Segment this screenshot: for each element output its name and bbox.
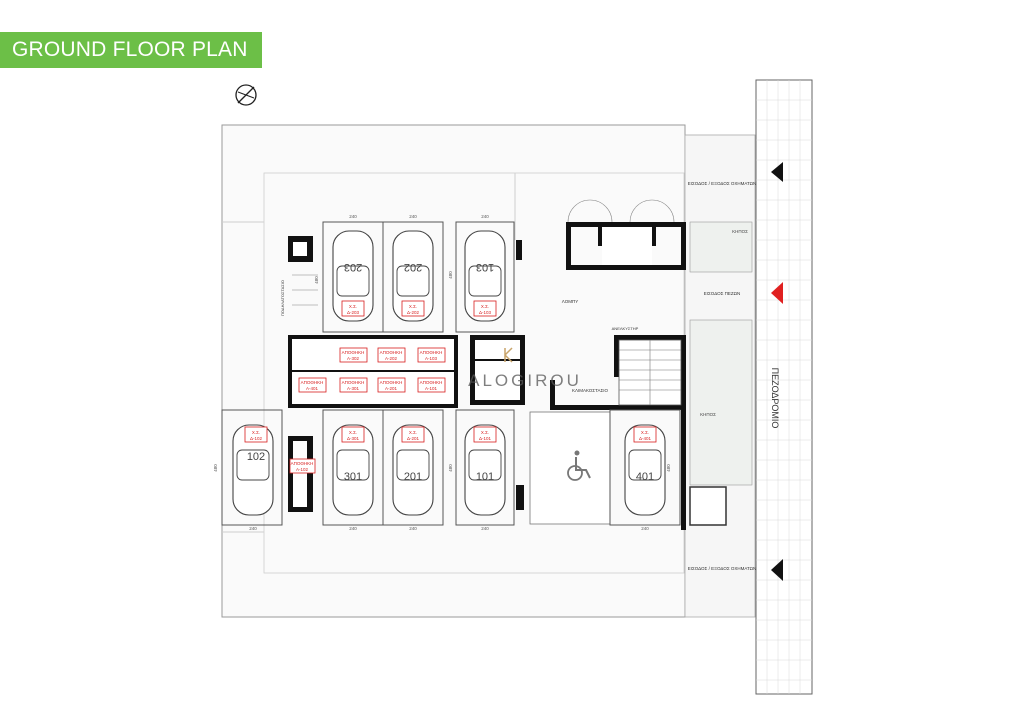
page-title: GROUND FLOOR PLAN xyxy=(12,38,248,61)
dim-width-5: 240 xyxy=(349,526,357,531)
parking-tag: Χ.Σ. xyxy=(481,430,489,435)
dim-width-8: 240 xyxy=(641,526,649,531)
parking-number: 301 xyxy=(344,471,362,483)
parking-tag: Χ.Σ. xyxy=(409,430,417,435)
parking-tag: Χ.Σ. xyxy=(349,304,357,309)
storage-label: ΑΠΟΘΗΚΗ xyxy=(420,380,443,385)
dim-depth-3: 480 xyxy=(213,464,218,472)
parking-tag-unit: Δ-301 xyxy=(347,436,360,441)
entrance-top-label: ΕΙΣΟΔΟΣ / ΕΞΟΔΟΣ ΟΧΗΜΑΤΩΝ xyxy=(688,181,757,186)
storage-label: ΑΠΟΘΗΚΗ xyxy=(301,380,324,385)
car-icon xyxy=(624,424,666,516)
storage-unit: Α-202 xyxy=(385,356,398,361)
elevator-label: ΑΝΕΛΚΥΣΤΗΡ xyxy=(612,326,639,331)
dim-depth-2: 480 xyxy=(448,271,453,279)
parking-tag: Χ.Σ. xyxy=(409,304,417,309)
dim-depth-4: 480 xyxy=(448,464,453,472)
watermark-logo: ALOGIROU xyxy=(468,347,582,390)
parking-tag: Χ.Σ. xyxy=(252,430,260,435)
parking-tag-unit: Δ-401 xyxy=(639,436,652,441)
car-icon xyxy=(464,424,506,516)
storage-label: ΑΠΟΘΗΚΗ xyxy=(380,380,403,385)
car-icon xyxy=(392,424,434,516)
dim-depth-1: 480 xyxy=(314,276,319,284)
parking-tag-unit: Δ-202 xyxy=(407,310,420,315)
parking-tag-unit: Δ-103 xyxy=(479,310,492,315)
dim-width-7: 240 xyxy=(481,526,489,531)
parking-number: 401 xyxy=(636,471,654,483)
parking-number: 103 xyxy=(476,261,494,273)
storage-unit: Α-103 xyxy=(425,356,438,361)
parking-number: 102 xyxy=(247,451,265,463)
lobby-label: ΛΟΜΠΥ xyxy=(562,299,578,304)
street-label: ΠΕΖΟΔΡΟΜΙΟ xyxy=(770,368,780,429)
parking-number: 201 xyxy=(404,471,422,483)
car-icon xyxy=(392,230,434,322)
storage-label: ΑΠΟΘΗΚΗ xyxy=(380,350,403,355)
staircase xyxy=(618,339,682,406)
parking-tag: Χ.Σ. xyxy=(641,430,649,435)
dim-width-1: 240 xyxy=(349,214,357,219)
stairs-label: ΚΛΙΜΑΚΟΣΤΑΣΙΟ xyxy=(572,388,609,393)
storage-unit: Α-101 xyxy=(425,386,438,391)
sidewalk-grid xyxy=(755,79,813,695)
watermark-text: ALOGIROU xyxy=(468,371,582,390)
dim-width-4: 240 xyxy=(249,526,257,531)
parking-number: 202 xyxy=(404,261,422,273)
garden-top-label: ΚΗΠΟΣ xyxy=(732,229,748,234)
car-icon xyxy=(232,424,274,516)
storage-label: ΑΠΟΘΗΚΗ xyxy=(420,350,443,355)
dim-width-3: 240 xyxy=(481,214,489,219)
parking-tag-unit: Δ-201 xyxy=(407,436,420,441)
storage-unit: Α-302 xyxy=(347,356,360,361)
vehicle-entrance-top-arrow xyxy=(771,162,783,182)
wheelchair-icon xyxy=(567,450,591,481)
parking-number: 101 xyxy=(476,471,494,483)
parking-tag-unit: Δ-101 xyxy=(479,436,492,441)
vehicle-entrance-bottom-arrow xyxy=(771,559,783,581)
dim-width-2: 240 xyxy=(409,214,417,219)
storage-label: ΑΠΟΘΗΚΗ xyxy=(342,350,365,355)
storage-label: ΑΠΟΘΗΚΗ xyxy=(291,461,314,466)
storage-label: ΑΠΟΘΗΚΗ xyxy=(342,380,365,385)
bikes-label: ΠΟΔΗΛΑΤΟΣΤΑΣΙΟ xyxy=(280,280,285,316)
entrance-middle-label: ΕΙΣΟΔΟΣ ΠΕΖΩΝ xyxy=(704,291,741,296)
parking-tag: Χ.Σ. xyxy=(481,304,489,309)
car-icon xyxy=(332,424,374,516)
storage-unit: Α-401 xyxy=(306,386,319,391)
dim-depth-5: 480 xyxy=(666,464,671,472)
compass-icon xyxy=(235,84,257,106)
dim-width-6: 240 xyxy=(409,526,417,531)
storage-unit: Α-301 xyxy=(347,386,360,391)
storage-unit: Α-102 xyxy=(296,467,309,472)
entrance-bottom-label: ΕΙΣΟΔΟΣ / ΕΞΟΔΟΣ ΟΧΗΜΑΤΩΝ xyxy=(688,566,757,571)
parking-tag: Χ.Σ. xyxy=(349,430,357,435)
car-icon xyxy=(464,230,506,322)
garden-mid-label: ΚΗΠΟΣ xyxy=(700,412,716,417)
car-icon xyxy=(332,230,374,322)
pedestrian-entrance-arrow xyxy=(771,282,783,304)
storage-unit: Α-201 xyxy=(385,386,398,391)
page-title-banner: GROUND FLOOR PLAN xyxy=(0,32,262,68)
parking-tag-unit: Δ-203 xyxy=(347,310,360,315)
parking-tag-unit: Δ-102 xyxy=(250,436,263,441)
parking-number: 203 xyxy=(344,261,362,273)
